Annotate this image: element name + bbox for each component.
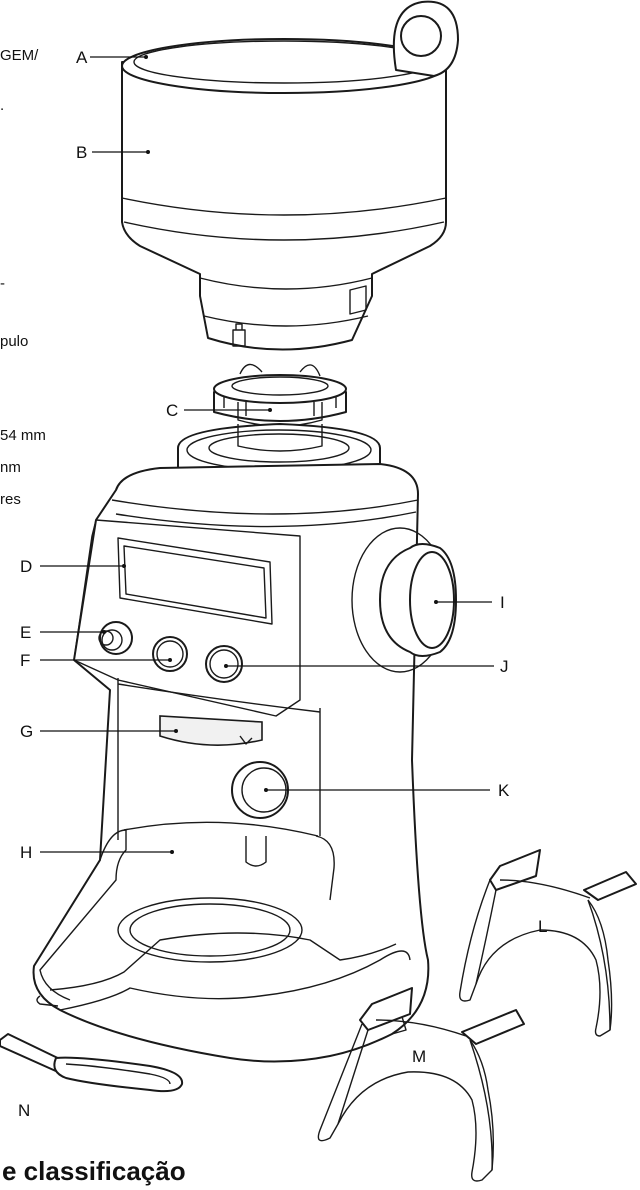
side-text-5: 54 mm	[0, 427, 46, 444]
section-title: e classificação	[2, 1156, 186, 1186]
label-b: B	[76, 143, 87, 162]
label-l: L	[538, 917, 547, 936]
label-e: E	[20, 623, 31, 642]
side-text-3: -	[0, 275, 5, 292]
label-f: F	[20, 651, 30, 670]
label-m: M	[412, 1047, 426, 1066]
grinder-body	[32, 423, 430, 1063]
label-k: K	[498, 781, 510, 800]
upper-burr	[213, 363, 347, 427]
label-n: N	[18, 1101, 30, 1120]
button-j	[205, 645, 243, 683]
cleaning-tool-n	[0, 1033, 184, 1093]
side-text-1: GEM/	[0, 47, 39, 64]
bean-hopper	[121, 0, 459, 351]
portafilter-cradle-l	[459, 849, 637, 1037]
label-j: J	[500, 657, 509, 676]
label-g: G	[20, 722, 33, 741]
button-f	[152, 636, 188, 672]
side-text-6: nm	[0, 459, 21, 476]
label-c: C	[166, 401, 178, 420]
portafilter-cradle-m	[317, 987, 525, 1182]
label-d: D	[20, 557, 32, 576]
knob-e	[98, 621, 133, 655]
side-text-7: res	[0, 491, 21, 508]
side-text-4: pulo	[0, 333, 28, 350]
start-button-k	[231, 761, 289, 819]
label-i: I	[500, 593, 505, 612]
label-a: A	[76, 48, 88, 67]
label-h: H	[20, 843, 32, 862]
side-text-2: .	[0, 97, 4, 114]
grind-dial-i	[351, 527, 457, 673]
